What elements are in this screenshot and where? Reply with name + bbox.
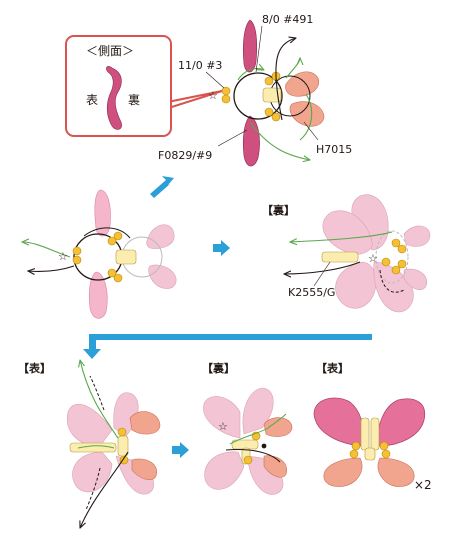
star-mark: ☆ (208, 89, 218, 102)
label-bead-491: 8/0 #491 (262, 13, 313, 26)
back-label: 裏 (128, 92, 140, 107)
front-label: 表 (86, 93, 98, 107)
step-5: 【裏】 ☆ (202, 361, 293, 495)
step-1: ＜側面＞ 表 裏 (65, 13, 352, 167)
step-6: 【表】 ×2 (313, 361, 432, 492)
center-motif: ☆ (205, 19, 325, 167)
arrow-step-1-to-2 (150, 176, 174, 198)
label-h7015: H7015 (316, 143, 352, 156)
label-f0829: F0829/#9 (158, 149, 212, 162)
side-view-callout: ＜側面＞ 表 裏 (65, 35, 223, 137)
callout-title: ＜側面＞ (86, 44, 134, 58)
arrow-step-3-to-4 (83, 334, 372, 359)
quantity-label: ×2 (414, 478, 432, 492)
arrow-step-2-to-3 (213, 240, 230, 256)
label-k2555: K2555/G (288, 286, 335, 299)
star-mark-2: ☆ (58, 250, 68, 263)
section-front-1: 【表】 (18, 361, 51, 375)
star-mark-5: ☆ (218, 420, 228, 433)
star-mark-3: ☆ (368, 252, 378, 265)
side-petal (106, 66, 122, 130)
arrow-step-4-to-5 (172, 442, 189, 458)
section-front-2: 【表】 (316, 361, 349, 375)
step-2: ☆ (22, 189, 177, 319)
section-back-1: 【裏】 (262, 203, 295, 217)
step-3: 【裏】 ☆ K2555/G (262, 194, 431, 313)
step-4: 【表】 (18, 360, 161, 528)
section-back-2: 【裏】 (202, 361, 235, 375)
label-bead-3: 11/0 #3 (178, 59, 222, 72)
